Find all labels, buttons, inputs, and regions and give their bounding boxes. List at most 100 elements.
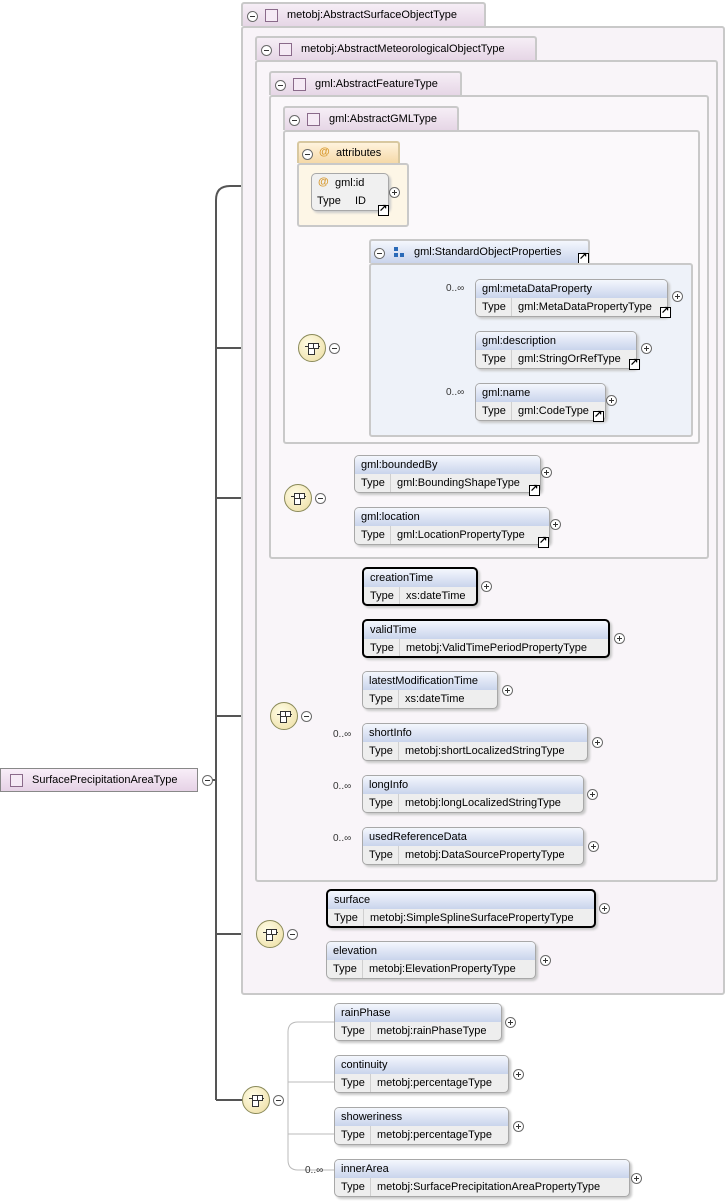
collapse-icon[interactable]	[275, 80, 286, 91]
expand-icon[interactable]	[631, 1173, 642, 1184]
divider	[390, 474, 391, 492]
collapse-icon[interactable]	[287, 929, 298, 940]
group-icon	[393, 246, 404, 257]
collapse-icon[interactable]	[273, 1095, 284, 1106]
element-name-gml[interactable]: gml:name Type gml:CodeType	[475, 383, 606, 422]
type-value: xs:dateTime	[405, 693, 465, 705]
type-link-icon[interactable]	[629, 357, 640, 370]
attributes-header[interactable]: @ attributes	[297, 141, 400, 163]
element-usedReferenceData[interactable]: usedReferenceData Type metobj:DataSource…	[362, 827, 584, 865]
element-elevation[interactable]: elevation Type metobj:ElevationPropertyT…	[326, 941, 536, 979]
element-name: continuity	[335, 1056, 508, 1074]
expand-icon[interactable]	[587, 789, 598, 800]
collapse-icon[interactable]	[329, 343, 340, 354]
expand-icon[interactable]	[614, 633, 625, 644]
element-innerArea[interactable]: innerArea Type metobj:SurfacePrecipitati…	[334, 1159, 630, 1197]
element-continuity[interactable]: continuity Type metobj:percentageType	[334, 1055, 509, 1093]
element-longInfo[interactable]: longInfo Type metobj:longLocalizedString…	[362, 775, 584, 813]
collapse-icon[interactable]	[374, 248, 385, 259]
collapse-icon[interactable]	[315, 493, 326, 504]
element-name: gml:location	[355, 508, 549, 526]
attribute-name: gml:id	[335, 177, 365, 189]
type-value: xs:dateTime	[406, 590, 466, 602]
type-label: Type	[369, 745, 393, 757]
type-label: Type	[317, 195, 341, 207]
expand-icon[interactable]	[505, 1017, 516, 1028]
sequence-compositor	[284, 484, 312, 512]
element-showeriness[interactable]: showeriness Type metobj:percentageType	[334, 1107, 509, 1145]
collapse-icon[interactable]	[302, 149, 313, 160]
element-validTime[interactable]: validTime Type metobj:ValidTimePeriodPro…	[362, 619, 610, 658]
sequence-compositor	[298, 334, 326, 362]
type-label: Type	[341, 1077, 365, 1089]
type-label: Type	[341, 1025, 365, 1037]
divider	[398, 846, 399, 864]
type-link-icon[interactable]	[529, 483, 540, 496]
type-header-met-object[interactable]: metobj:AbstractMeteorologicalObjectType	[255, 36, 537, 60]
element-rainPhase[interactable]: rainPhase Type metobj:rainPhaseType	[334, 1003, 502, 1041]
type-label: Type	[361, 477, 385, 489]
expand-icon[interactable]	[541, 467, 552, 478]
expand-icon[interactable]	[513, 1121, 524, 1132]
element-location[interactable]: gml:location Type gml:LocationPropertyTy…	[354, 507, 550, 548]
divider	[370, 1178, 371, 1196]
expand-icon[interactable]	[599, 903, 610, 914]
expand-icon[interactable]	[588, 841, 599, 852]
type-header-surface-object[interactable]: metobj:AbstractSurfaceObjectType	[241, 2, 486, 26]
element-shortInfo[interactable]: shortInfo Type metobj:shortLocalizedStri…	[362, 723, 588, 761]
expand-icon[interactable]	[502, 685, 513, 696]
expand-icon[interactable]	[592, 737, 603, 748]
expand-icon[interactable]	[606, 395, 617, 406]
attribute-icon: @	[318, 176, 329, 188]
type-value: ID	[355, 195, 366, 207]
expand-icon[interactable]	[513, 1069, 524, 1080]
type-label: Type	[341, 1181, 365, 1193]
expand-icon[interactable]	[389, 187, 400, 198]
expand-icon[interactable]	[540, 955, 551, 966]
collapse-icon[interactable]	[247, 11, 258, 22]
divider	[511, 402, 512, 420]
expand-icon[interactable]	[641, 343, 652, 354]
sequence-compositor	[270, 702, 298, 730]
expand-icon[interactable]	[550, 519, 561, 530]
type-header-feature[interactable]: gml:AbstractFeatureType	[269, 71, 462, 95]
element-name: surface	[328, 891, 594, 909]
expand-icon[interactable]	[672, 291, 683, 302]
complex-type-icon	[10, 774, 23, 787]
expand-icon[interactable]	[481, 581, 492, 592]
divider	[399, 587, 400, 604]
type-link-icon[interactable]	[378, 203, 389, 216]
root-type[interactable]: SurfacePrecipitationAreaType	[0, 768, 198, 792]
collapse-icon[interactable]	[261, 45, 272, 56]
element-surface[interactable]: surface Type metobj:SimpleSplineSurfaceP…	[326, 889, 596, 928]
type-label: Type	[370, 642, 394, 654]
type-value: metobj:longLocalizedStringType	[405, 797, 561, 809]
collapse-icon[interactable]	[289, 115, 300, 126]
element-name: longInfo	[363, 776, 583, 794]
attribute-id[interactable]: @ gml:id Type ID	[311, 173, 389, 216]
type-header-gml[interactable]: gml:AbstractGMLType	[283, 106, 459, 130]
divider	[399, 639, 400, 656]
divider	[370, 1022, 371, 1040]
type-label: Type	[370, 590, 394, 602]
cardinality: 0..∞	[446, 387, 465, 398]
element-latestModificationTime[interactable]: latestModificationTime Type xs:dateTime	[362, 671, 498, 709]
element-boundedBy[interactable]: gml:boundedBy Type gml:BoundingShapeType	[354, 455, 541, 496]
type-label: Type	[369, 797, 393, 809]
element-description[interactable]: gml:description Type gml:StringOrRefType	[475, 331, 640, 370]
divider	[363, 909, 364, 926]
element-name: creationTime	[364, 569, 476, 587]
type-link-icon[interactable]	[538, 535, 549, 548]
collapse-icon[interactable]	[301, 711, 312, 722]
element-metaDataProperty[interactable]: gml:metaDataProperty Type gml:MetaDataPr…	[475, 279, 671, 318]
type-label: Type	[333, 963, 357, 975]
element-creationTime[interactable]: creationTime Type xs:dateTime	[362, 567, 478, 606]
group-label: gml:StandardObjectProperties	[414, 246, 562, 258]
type-link-icon[interactable]	[593, 409, 604, 422]
type-label: Type	[482, 353, 506, 365]
group-header[interactable]: gml:StandardObjectProperties	[369, 239, 590, 264]
collapse-icon[interactable]	[202, 775, 213, 786]
type-link-icon[interactable]	[660, 305, 671, 318]
type-value: gml:LocationPropertyType	[397, 529, 525, 541]
divider	[370, 1074, 371, 1092]
